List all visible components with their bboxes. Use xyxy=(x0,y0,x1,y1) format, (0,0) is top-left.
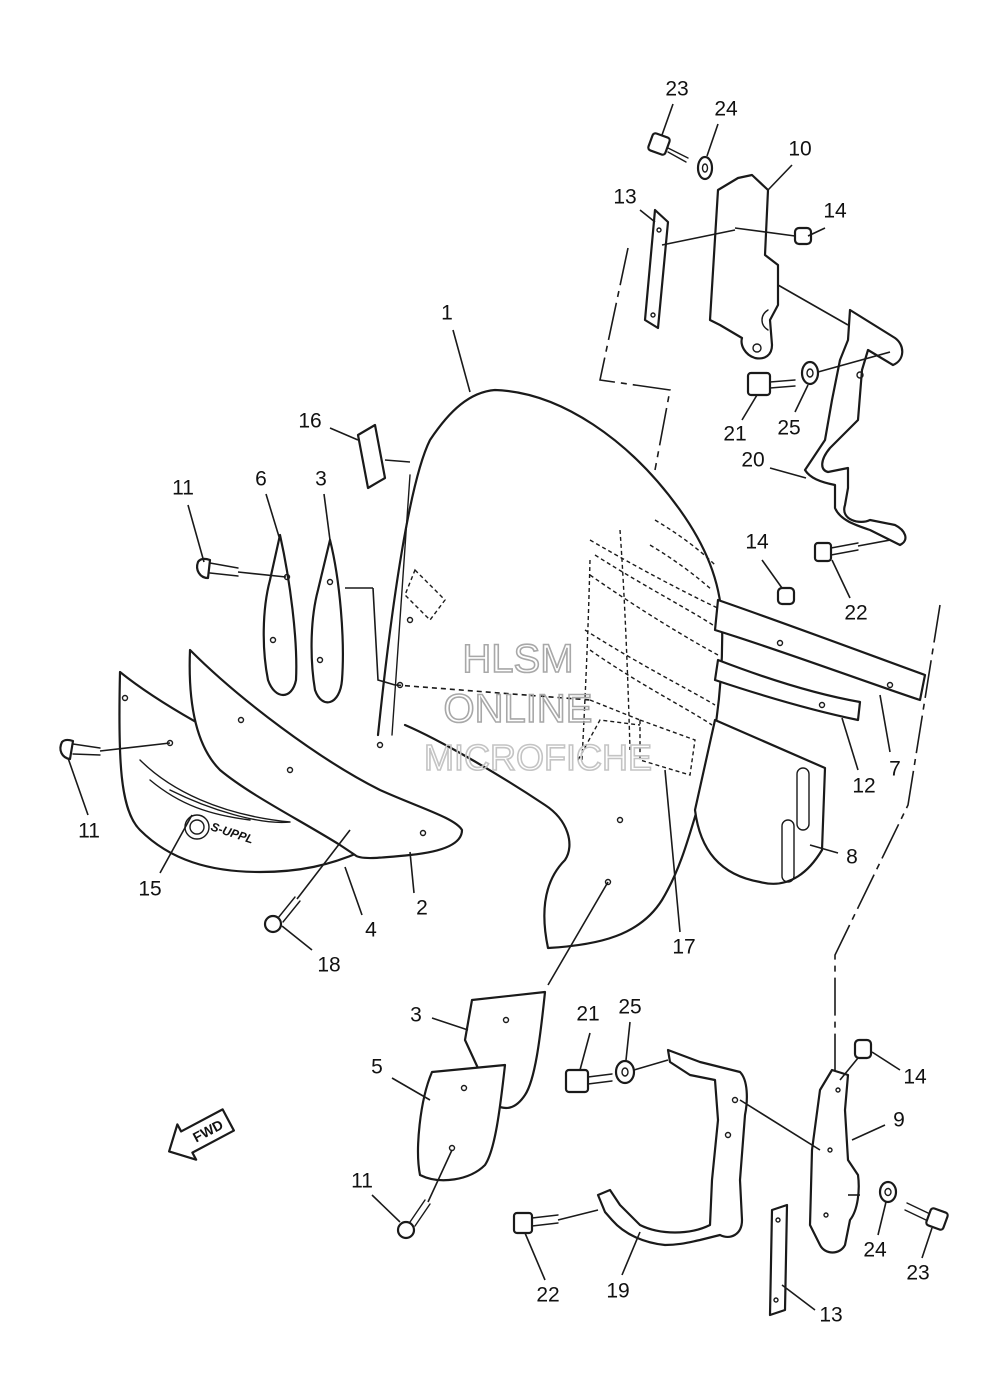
watermark: HLSM ONLINE MICROFICHE xyxy=(423,636,653,779)
callout-1: 1 xyxy=(441,302,453,325)
trim-strip-7 xyxy=(713,598,927,702)
callout-25-top: 25 xyxy=(777,417,800,440)
bracket-20 xyxy=(803,308,907,547)
forward-direction-arrow: FWD xyxy=(167,1108,235,1161)
callout-22-top: 22 xyxy=(844,602,867,625)
stay-13-lower xyxy=(768,1203,789,1317)
callout-25-lower: 25 xyxy=(618,996,641,1019)
bracket-19 xyxy=(596,1048,748,1247)
screw-11-lower xyxy=(396,1199,431,1240)
callout-2: 2 xyxy=(416,897,428,920)
callout-11-lower: 11 xyxy=(351,1170,373,1193)
callout-14-top: 14 xyxy=(823,200,847,223)
callout-15: 15 xyxy=(138,878,161,901)
callout-3-upper: 3 xyxy=(315,468,327,491)
stay-5 xyxy=(416,1063,507,1182)
callout-3-lower: 3 xyxy=(410,1004,422,1027)
bolt-22-lower xyxy=(512,1211,559,1235)
washer-24-lower xyxy=(878,1180,898,1204)
watermark-line-1: HLSM xyxy=(462,637,573,681)
callout-24-lower: 24 xyxy=(863,1239,887,1262)
screw-18 xyxy=(263,896,301,934)
callout-6: 6 xyxy=(255,468,267,491)
callout-19: 19 xyxy=(606,1280,629,1303)
callout-13-upper: 13 xyxy=(613,186,636,209)
nut-14-lower xyxy=(853,1038,873,1060)
callout-7: 7 xyxy=(889,758,901,781)
callout-17: 17 xyxy=(672,936,695,959)
callout-11-left: 11 xyxy=(78,820,100,843)
callout-20: 20 xyxy=(741,449,764,472)
callout-8: 8 xyxy=(846,846,858,869)
screw-11-upper xyxy=(196,557,239,580)
bolt-21-lower xyxy=(564,1068,613,1094)
bolt-23-top xyxy=(647,132,689,163)
watermark-line-3: MICROFICHE xyxy=(424,737,652,778)
callout-11-upper: 11 xyxy=(172,477,194,500)
callout-22-lower: 22 xyxy=(536,1284,559,1307)
callout-24-top: 24 xyxy=(714,98,738,121)
callout-9: 9 xyxy=(893,1109,905,1132)
callout-23-top: 23 xyxy=(665,78,688,101)
stay-3-upper xyxy=(310,538,344,704)
bracket-10 xyxy=(708,173,780,360)
callout-10: 10 xyxy=(788,138,811,161)
bracket-9 xyxy=(808,1068,860,1254)
callout-4: 4 xyxy=(365,919,377,942)
bolt-23-lower xyxy=(904,1202,949,1231)
callout-13-lower: 13 xyxy=(819,1304,842,1327)
washer-25-top xyxy=(800,360,820,386)
washer-25-lower xyxy=(614,1059,636,1085)
screw-11-left xyxy=(59,738,101,761)
watermark-line-2: ONLINE xyxy=(444,687,593,731)
side-panel-8 xyxy=(693,718,827,885)
stay-6 xyxy=(262,533,298,697)
nut-14-mid xyxy=(776,586,796,606)
callout-16: 16 xyxy=(298,410,321,433)
washer-24-top xyxy=(696,155,714,181)
bolt-21-top xyxy=(746,371,796,397)
stay-13-upper xyxy=(643,208,670,330)
label-sticker-16 xyxy=(356,423,411,490)
callout-14-lower: 14 xyxy=(903,1066,927,1089)
callout-12: 12 xyxy=(852,775,875,798)
callout-18: 18 xyxy=(317,954,340,977)
callouts: 1 2 3 3 4 5 6 7 8 9 10 11 11 11 12 13 13 xyxy=(67,78,933,1327)
bolt-22-top xyxy=(813,541,859,563)
callout-14-mid: 14 xyxy=(745,531,769,554)
callout-21-lower: 21 xyxy=(576,1003,599,1026)
callout-23-lower: 23 xyxy=(906,1262,929,1285)
callout-21-top: 21 xyxy=(723,423,746,446)
trim-strip-12 xyxy=(713,658,862,722)
callout-5: 5 xyxy=(371,1056,383,1079)
